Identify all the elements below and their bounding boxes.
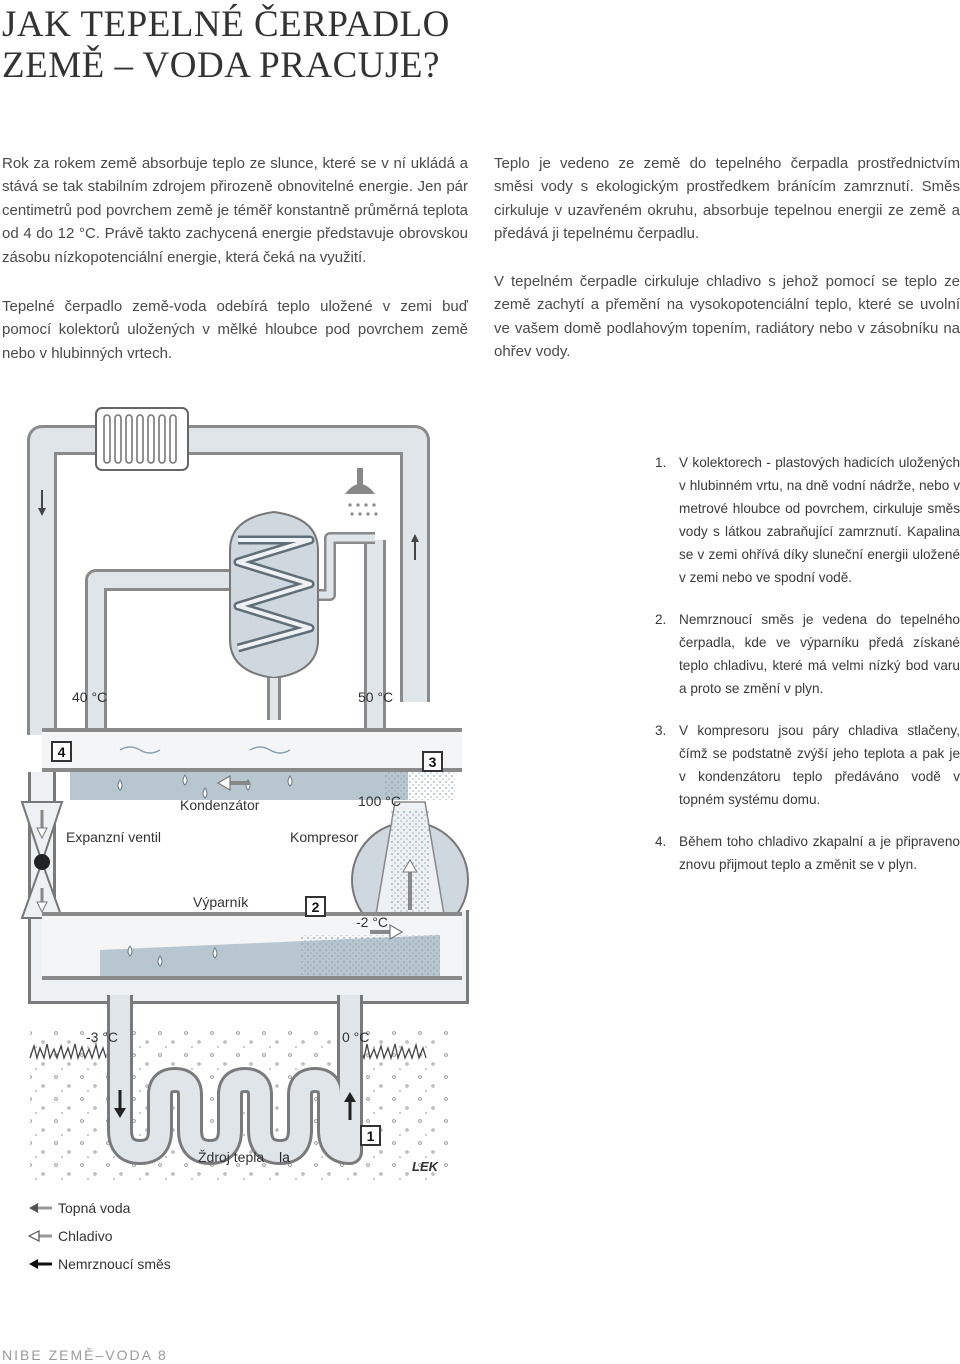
arrow-outline-icon: [28, 1230, 52, 1242]
svg-text:4: 4: [58, 744, 66, 760]
temp-100: 100 °C: [358, 793, 401, 809]
evaporator: [42, 912, 462, 980]
arrow-gray-icon: [29, 1203, 52, 1213]
svg-text:2: 2: [312, 899, 320, 915]
svg-text:1: 1: [367, 1128, 375, 1144]
step-number: 4.: [655, 834, 667, 849]
water-tank: [229, 510, 319, 720]
temp-0: 0 °C: [342, 1029, 369, 1045]
badge-2: 2: [305, 896, 326, 917]
step-3: 3. V kompresoru jsou páry chladiva stlač…: [655, 719, 960, 811]
title-line-2: ZEMĚ – VODA PRACUJE?: [2, 45, 440, 86]
temp-40: 40 °C: [72, 689, 107, 705]
legend-label: Nemrznoucí směs: [58, 1256, 171, 1272]
intro-paragraph-2: Tepelné čerpadlo země-voda odebírá teplo…: [2, 298, 468, 362]
legend-label: Chladivo: [58, 1228, 113, 1244]
legend-label: Topná voda: [58, 1200, 131, 1216]
badge-4: 4: [51, 741, 72, 762]
step-number: 2.: [655, 612, 667, 627]
heat-pump-diagram: 40 °C 50 °C Kondenzátor 100 °C Expanzní …: [20, 407, 469, 1180]
svg-text:3: 3: [429, 754, 437, 770]
label-zdroj-tepla: Ždroj tepla: [198, 1149, 264, 1165]
label-kondenzator: Kondenzátor: [180, 797, 260, 813]
legend-item-topna-voda: Topná voda: [28, 1198, 228, 1220]
step-text: V kolektorech - plastových hadicích ulož…: [679, 455, 960, 585]
temp-minus2: -2 °C: [356, 914, 388, 930]
step-4: 4. Během toho chladivo zkapalní a je při…: [655, 830, 960, 876]
radiator-icon: [95, 407, 189, 471]
step-text: Nemrznoucí směs je vedena do tepelného č…: [679, 612, 960, 696]
intro-paragraph-4: V tepelném čerpadle cirkuluje chladivo s…: [494, 273, 960, 361]
step-number: 3.: [655, 723, 667, 738]
legend-item-nemrznouci: Nemrznoucí směs: [28, 1254, 228, 1276]
arrow-black-icon: [29, 1259, 52, 1269]
condenser: [42, 728, 462, 800]
badge-1: 1: [360, 1125, 381, 1146]
label-vyparnik: Výparník: [193, 894, 249, 910]
legend-item-chladivo: Chladivo: [28, 1226, 228, 1248]
page-title: JAK TEPELNÉ ČERPADLO ZEMĚ – VODA PRACUJE…: [2, 4, 450, 86]
step-1: 1. V kolektorech - plastových hadicích u…: [655, 451, 960, 589]
step-text: Během toho chladivo zkapalní a je připra…: [679, 834, 960, 872]
intro-paragraph-3: Teplo je vedeno ze země do tepelného čer…: [494, 155, 960, 243]
label-lek: LEK: [412, 1159, 440, 1174]
temp-50: 50 °C: [358, 689, 393, 705]
page-footer: NIBE ZEMĚ–VODA 8: [2, 1347, 168, 1363]
temp-minus3: -3 °C: [86, 1029, 118, 1045]
step-2: 2. Nemrznoucí směs je vedena do tepelnéh…: [655, 608, 960, 700]
title-line-1: JAK TEPELNÉ ČERPADLO: [2, 4, 450, 45]
heating-loop: [27, 425, 430, 735]
intro-paragraph-1: Rok za rokem země absorbuje teplo ze slu…: [2, 155, 468, 266]
shower-icon: [345, 468, 378, 516]
label-expanzni-ventil: Expanzní ventil: [66, 829, 161, 845]
collector-pipe: [38, 490, 419, 1165]
badge-3: 3: [422, 751, 443, 772]
expansion-valve-icon: [20, 801, 64, 919]
compressor: [351, 801, 469, 939]
step-text: V kompresoru jsou páry chladiva stlačeny…: [679, 723, 960, 807]
label-la: la: [279, 1149, 290, 1165]
step-number: 1.: [655, 455, 667, 470]
label-kompresor: Kompresor: [290, 829, 359, 845]
